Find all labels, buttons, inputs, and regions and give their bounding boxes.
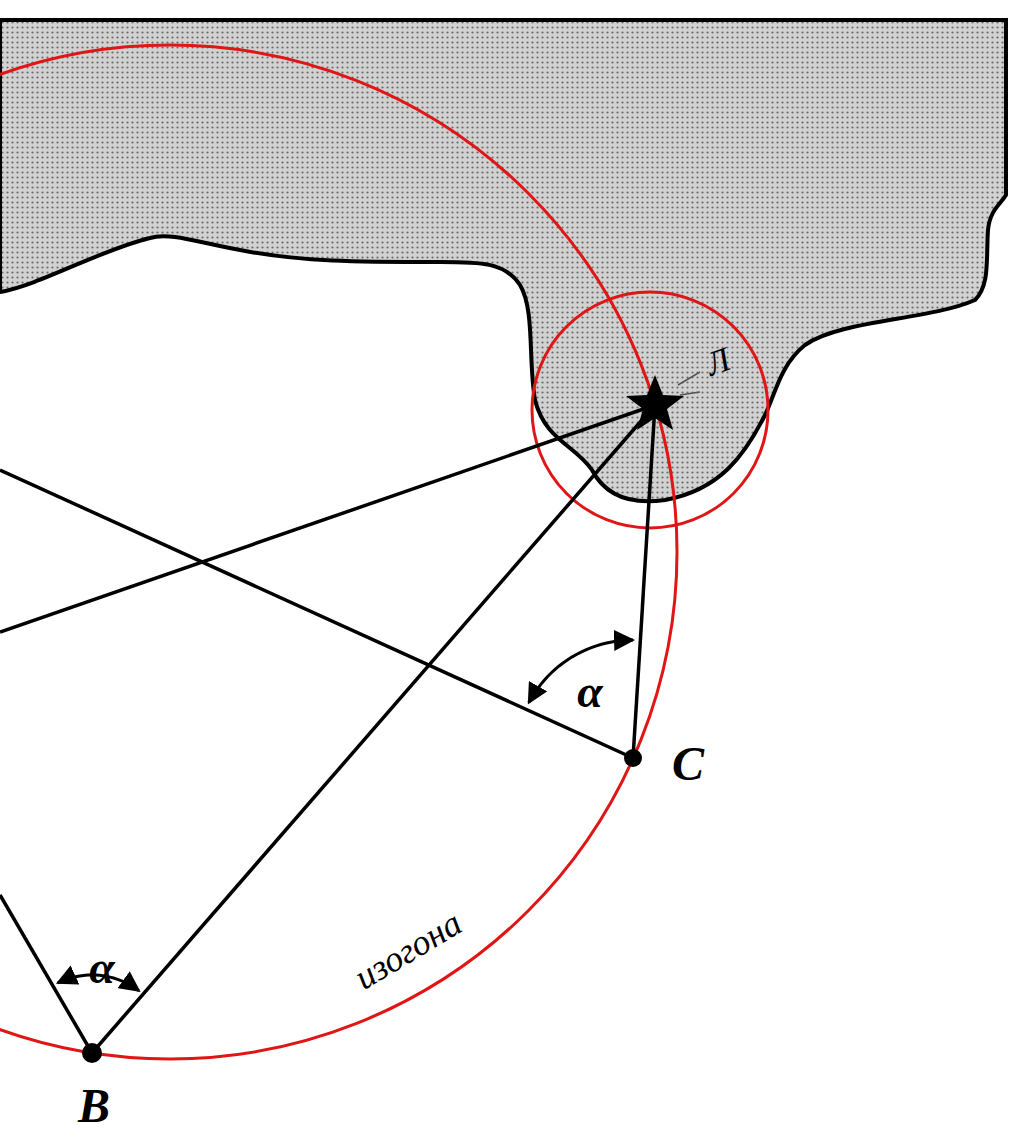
point-label: B — [78, 1082, 110, 1130]
point-label: C — [672, 740, 704, 788]
bearing-lines — [0, 405, 655, 1053]
point-c — [624, 749, 642, 767]
lighthouse-star — [626, 375, 684, 430]
isogon-circle — [0, 45, 677, 1059]
angle-arcs — [58, 640, 633, 991]
curve-label: изогона — [348, 904, 467, 995]
point-b — [82, 1043, 102, 1063]
light-rays — [678, 372, 700, 395]
angle-label: α — [577, 669, 602, 715]
land-area — [0, 20, 1006, 501]
right-border — [1004, 20, 1008, 195]
top-border — [0, 18, 1006, 22]
angle-label: α — [89, 945, 114, 991]
